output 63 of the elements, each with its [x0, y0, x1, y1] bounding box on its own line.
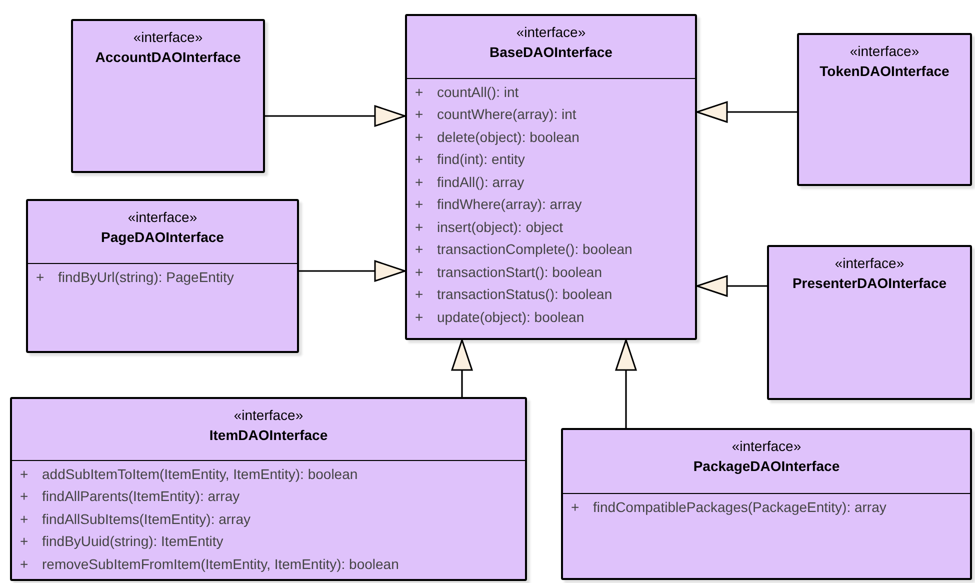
visibility-marker: +	[19, 510, 30, 529]
stereotype-label: «interface»	[128, 208, 198, 227]
stereotype-label: «interface»	[516, 23, 586, 42]
method-signature: transactionComplete(): boolean	[437, 240, 632, 260]
interface-name: ItemDAOInterface	[209, 426, 328, 445]
interface-name: TokenDAOInterface	[820, 62, 950, 81]
method-signature: findAllParents(ItemEntity): array	[42, 487, 240, 506]
method-signature: countWhere(array): int	[437, 105, 576, 124]
stereotype-label: «interface»	[133, 28, 203, 47]
interface-name: PackageDAOInterface	[693, 457, 840, 476]
visibility-marker: +	[19, 532, 30, 552]
visibility-marker: +	[414, 105, 424, 124]
generalization-arrow	[696, 101, 797, 123]
interface-name: BaseDAOInterface	[490, 43, 612, 62]
visibility-marker: +	[414, 82, 424, 102]
interface-name: AccountDAOInterface	[95, 48, 241, 67]
method-signature: update(object): boolean	[437, 308, 584, 327]
method-signature: findByUrl(string): PageEntity	[58, 268, 234, 287]
generalization-arrow	[615, 339, 637, 428]
visibility-marker: +	[19, 487, 30, 506]
generalization-arrow	[299, 260, 406, 282]
interface-box	[26, 199, 299, 353]
interface-box	[10, 397, 527, 581]
interface-box	[797, 33, 972, 186]
visibility-marker: +	[414, 150, 424, 170]
method-signature: findCompatiblePackages(PackageEntity): array	[593, 498, 886, 517]
stereotype-label: «interface»	[834, 254, 904, 273]
interface-box	[767, 245, 972, 400]
generalization-arrow	[696, 275, 767, 297]
visibility-marker: +	[414, 128, 424, 147]
visibility-marker: +	[414, 308, 424, 327]
method-signature: find(int): entity	[437, 150, 525, 170]
interface-box	[561, 428, 972, 580]
method-signature: addSubItemToItem(ItemEntity, ItemEntity): boolean	[42, 464, 358, 484]
interface-name: PresenterDAOInterface	[792, 274, 947, 293]
method-signature: findAll(): array	[437, 172, 524, 192]
visibility-marker: +	[414, 285, 424, 304]
method-signature: findAllSubItems(ItemEntity): array	[42, 510, 251, 529]
method-signature: findWhere(array): array	[437, 195, 582, 214]
method-signature: transactionStatus(): boolean	[437, 285, 612, 304]
method-signature: delete(object): boolean	[437, 128, 580, 147]
visibility-marker: +	[414, 195, 424, 214]
interface-name: PageDAOInterface	[101, 228, 224, 247]
visibility-marker: +	[414, 218, 424, 237]
generalization-arrow	[451, 339, 473, 397]
visibility-marker: +	[35, 268, 46, 287]
visibility-marker: +	[414, 172, 424, 192]
visibility-marker: +	[414, 240, 424, 260]
stereotype-label: «interface»	[732, 437, 802, 456]
method-signature: countAll(): int	[437, 82, 519, 102]
visibility-marker: +	[19, 554, 30, 574]
visibility-marker: +	[414, 262, 424, 282]
stereotype-label: «interface»	[850, 42, 920, 61]
stereotype-label: «interface»	[234, 406, 304, 425]
generalization-arrow	[265, 105, 406, 127]
visibility-marker: +	[570, 498, 580, 517]
method-signature: transactionStart(): boolean	[437, 262, 602, 282]
method-signature: removeSubItemFromItem(ItemEntity, ItemEntity): boolean	[42, 554, 399, 574]
method-signature: findByUuid(string): ItemEntity	[42, 532, 224, 552]
visibility-marker: +	[19, 464, 30, 484]
method-signature: insert(object): object	[437, 218, 564, 237]
interface-box	[71, 19, 265, 173]
interface-box	[405, 14, 697, 340]
